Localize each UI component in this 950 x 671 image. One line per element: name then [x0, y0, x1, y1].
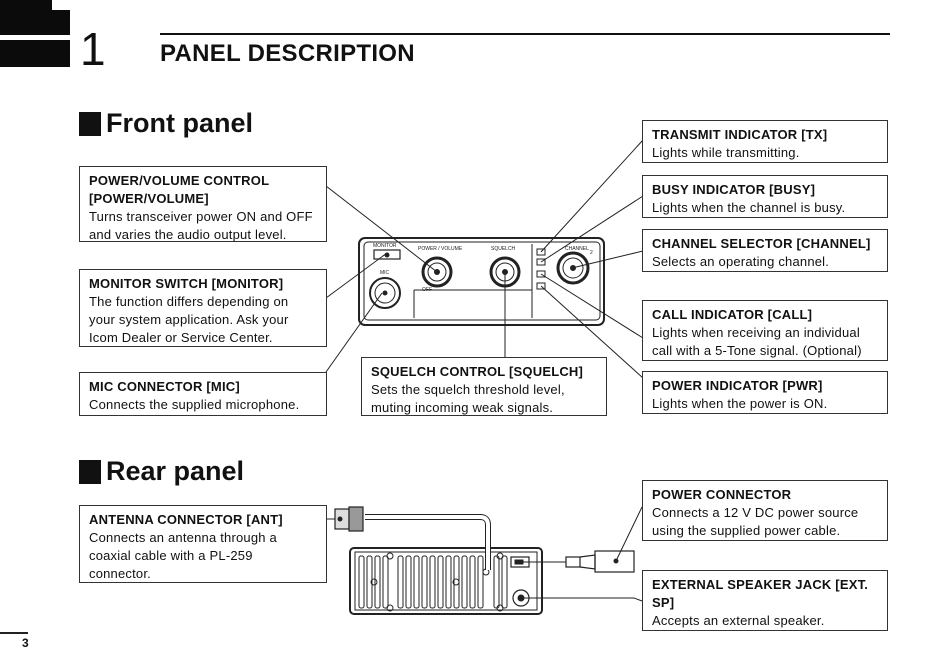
callout-monitor: MONITOR SWITCH [MONITOR] The function di… — [79, 269, 327, 347]
callout-call: CALL INDICATOR [CALL] Lights when receiv… — [642, 300, 888, 361]
callout-description: Selects an operating channel. — [652, 254, 830, 269]
callout-power-volume: POWER/VOLUME CONTROL [POWER/VOLUME] Turn… — [79, 166, 327, 242]
callout-description: The function differs depending on your s… — [89, 294, 289, 345]
rear-panel-heading: Rear panel — [79, 456, 244, 487]
callout-tx: TRANSMIT INDICATOR [TX] Lights while tra… — [642, 120, 888, 163]
callout-power-connector: POWER CONNECTOR Connects a 12 V DC power… — [642, 480, 888, 541]
page-number: 3 — [22, 636, 29, 650]
callout-description: Sets the squelch threshold level, muting… — [371, 382, 565, 415]
leader-line-power-connector — [615, 506, 643, 562]
callout-ext-sp: EXTERNAL SPEAKER JACK [EXT. SP] Accepts … — [642, 570, 888, 631]
chapter-title: PANEL DESCRIPTION — [160, 40, 415, 67]
callout-description: Lights while transmitting. — [652, 145, 800, 160]
page-number-rule — [0, 632, 28, 634]
callout-title: POWER CONNECTOR — [652, 487, 792, 502]
front-panel-heading-text: Front panel — [106, 108, 253, 138]
callout-title: TRANSMIT INDICATOR [TX] — [652, 127, 828, 142]
callout-description: Accepts an external speaker. — [652, 613, 825, 628]
callout-title: POWER/VOLUME CONTROL [POWER/VOLUME] — [89, 173, 269, 206]
callout-title: MIC CONNECTOR [MIC] — [89, 379, 240, 394]
device-label-channel-num: 2 — [590, 250, 593, 256]
chapter-tab-marker — [0, 0, 52, 10]
chapter-tab-marker — [0, 40, 70, 67]
callout-channel: CHANNEL SELECTOR [CHANNEL] Selects an op… — [642, 229, 888, 272]
callout-title: BUSY INDICATOR [BUSY] — [652, 182, 816, 197]
callout-title: MONITOR SWITCH [MONITOR] — [89, 276, 284, 291]
callout-description: Connects an antenna through a coaxial ca… — [89, 530, 277, 581]
callout-title: CHANNEL SELECTOR [CHANNEL] — [652, 236, 871, 251]
callout-ant: ANTENNA CONNECTOR [ANT] Connects an ante… — [79, 505, 327, 583]
leader-line-busy — [540, 195, 644, 263]
callout-title: ANTENNA CONNECTOR [ANT] — [89, 512, 283, 527]
chapter-tab-marker — [0, 10, 70, 35]
front-panel-device — [358, 237, 605, 326]
device-label-channel: CHANNEL — [565, 246, 589, 252]
rear-panel-device — [334, 506, 635, 615]
device-label-off: OFF — [422, 287, 432, 293]
callout-busy: BUSY INDICATOR [BUSY] Lights when the ch… — [642, 175, 888, 218]
callout-mic: MIC CONNECTOR [MIC] Connects the supplie… — [79, 372, 327, 416]
callout-title: POWER INDICATOR [PWR] — [652, 378, 823, 393]
callout-description: Connects a 12 V DC power source using th… — [652, 505, 859, 538]
leader-line-tx — [540, 139, 644, 253]
leader-line-pwr — [540, 285, 644, 379]
callout-description: Lights when receiving an individual call… — [652, 325, 862, 358]
callout-pwr: POWER INDICATOR [PWR] Lights when the po… — [642, 371, 888, 414]
section-bullet-icon — [79, 459, 101, 484]
front-panel-heading: Front panel — [79, 108, 253, 139]
chapter-number: 1 — [80, 23, 106, 75]
callout-title: SQUELCH CONTROL [SQUELCH] — [371, 364, 584, 379]
callout-description: Lights when the power is ON. — [652, 396, 828, 411]
heat-sink-fins — [358, 555, 508, 609]
rear-panel-heading-text: Rear panel — [106, 456, 245, 486]
callout-title: EXTERNAL SPEAKER JACK [EXT. SP] — [652, 577, 869, 610]
callout-title: CALL INDICATOR [CALL] — [652, 307, 813, 322]
chapter-rule — [160, 33, 890, 35]
leader-line-power-volume — [325, 185, 438, 273]
device-label-monitor: MONITOR — [373, 243, 397, 249]
leader-line-channel — [571, 250, 644, 269]
leader-line-call — [540, 273, 644, 339]
device-label-mic: MIC — [380, 270, 390, 276]
front-panel-device-labels: MONITOR POWER / VOLUME SQUELCH CHANNEL 2… — [373, 243, 593, 293]
leader-line-monitor — [325, 252, 388, 299]
leader-line-ext-sp — [521, 597, 643, 602]
device-label-squelch: SQUELCH — [491, 246, 516, 252]
section-bullet-icon — [79, 111, 101, 136]
callout-squelch: SQUELCH CONTROL [SQUELCH] Sets the squel… — [361, 357, 607, 416]
device-label-power-volume: POWER / VOLUME — [418, 246, 463, 252]
callout-description: Lights when the channel is busy. — [652, 200, 846, 215]
callout-description: Connects the supplied microphone. — [89, 397, 300, 412]
callout-description: Turns transceiver power ON and OFF and v… — [89, 209, 313, 242]
